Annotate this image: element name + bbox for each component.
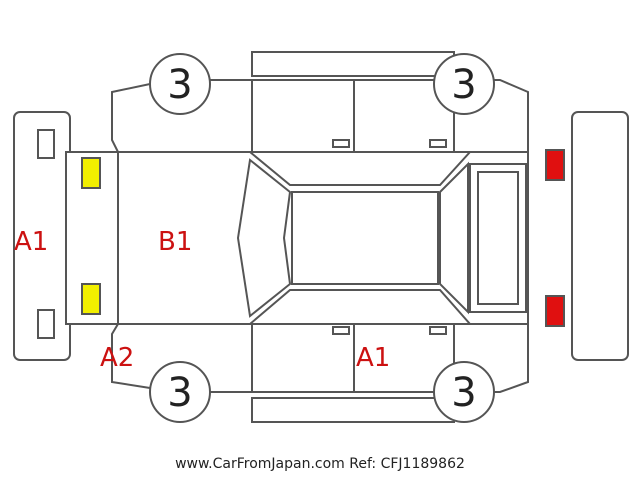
wheel-front-top: 3 xyxy=(149,53,211,115)
side-rail-bottom xyxy=(251,397,455,423)
roof-rail-top xyxy=(251,51,455,77)
door-handle-bottom-front xyxy=(332,326,350,335)
rear-lamp-bottom xyxy=(545,295,565,327)
door-handle-top-rear xyxy=(429,139,447,148)
door-handle-top-front xyxy=(332,139,350,148)
wheel-rear-bottom: 3 xyxy=(433,361,495,423)
wheel-rear-bottom-label: 3 xyxy=(451,370,476,416)
code-hood: B1 xyxy=(158,227,192,257)
code-front-bumper: A1 xyxy=(14,227,48,257)
rear-lamp-top xyxy=(545,149,565,181)
rear-window xyxy=(439,161,469,315)
front-bumper-slot-top xyxy=(37,129,55,159)
front-lamp-bottom xyxy=(81,283,101,315)
code-front-fender: A2 xyxy=(100,343,134,373)
door-handle-bottom-rear xyxy=(429,326,447,335)
roof xyxy=(291,191,439,285)
watermark: www.CarFromJapan.com Ref: CFJ1189862 xyxy=(175,456,465,472)
wheel-front-bottom: 3 xyxy=(149,361,211,423)
code-door: A1 xyxy=(356,343,390,373)
rear-bumper xyxy=(571,111,629,361)
tailgate xyxy=(469,163,527,313)
front-bumper-slot-bottom xyxy=(37,309,55,339)
wheel-rear-top: 3 xyxy=(433,53,495,115)
wheel-front-top-label: 3 xyxy=(167,62,192,108)
wheel-rear-top-label: 3 xyxy=(451,62,476,108)
windshield xyxy=(236,158,292,318)
tailgate-inner xyxy=(477,171,519,305)
wheel-front-bottom-label: 3 xyxy=(167,370,192,416)
front-lamp-top xyxy=(81,157,101,189)
